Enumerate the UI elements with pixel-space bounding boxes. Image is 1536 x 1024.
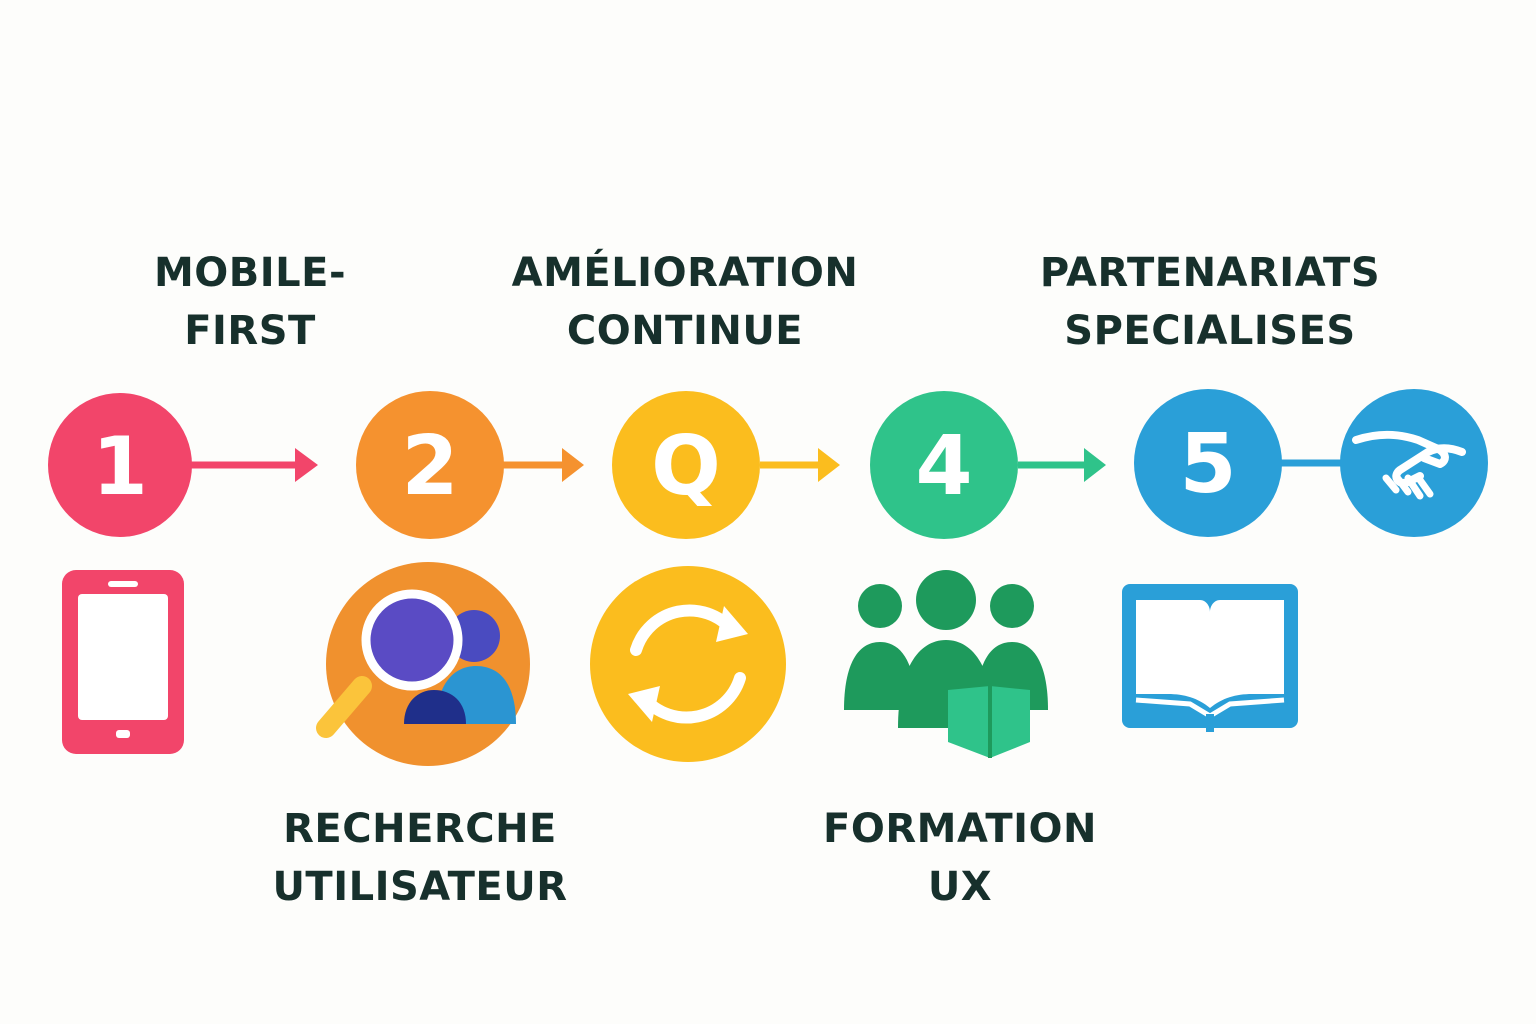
label-partenariats-line2: SPECIALISES [1064, 308, 1356, 354]
open-book-icon [1122, 584, 1298, 732]
label-partenariats-specialises: PARTENARIATS SPECIALISES [1000, 244, 1420, 360]
refresh-cycle-icon [590, 566, 786, 762]
step-2-number: 2 [401, 419, 458, 514]
step-1-number: 1 [92, 420, 148, 513]
step-4-circle: 4 [870, 391, 1018, 539]
label-recherche-utilisateur: RECHERCHE UTILISATEUR [240, 800, 600, 916]
label-partenariats-line1: PARTENARIATS [1039, 250, 1381, 296]
label-amelioration-line2: CONTINUE [566, 308, 804, 354]
label-amelioration-continue: AMÉLIORATION CONTINUE [480, 244, 890, 360]
step-5-number: 5 [1179, 417, 1236, 512]
handshake-icon [1340, 389, 1488, 537]
label-amelioration-line1: AMÉLIORATION [511, 250, 859, 296]
label-recherche-line2: UTILISATEUR [272, 864, 568, 910]
step-4-number: 4 [915, 419, 972, 514]
step-3-circle: Q [612, 391, 760, 539]
team-training-icon [844, 570, 1048, 758]
label-recherche-line1: RECHERCHE [283, 806, 557, 852]
step-5-circle: 5 [1134, 389, 1282, 537]
step-2-circle: 2 [356, 391, 504, 539]
smartphone-icon [62, 570, 184, 754]
step-3-number: Q [651, 419, 721, 514]
label-formation-ux: FORMATION UX [780, 800, 1140, 916]
label-mobile-first: MOBILE- FIRST [130, 244, 370, 360]
arrow-2-3 [500, 448, 584, 482]
label-mobile-first-line2: FIRST [184, 308, 316, 354]
arrow-1-2 [190, 448, 318, 482]
arrow-3-4 [760, 448, 840, 482]
arrow-4-5 [1018, 448, 1106, 482]
label-formation-line1: FORMATION [823, 806, 1097, 852]
label-formation-line2: UX [927, 864, 993, 910]
label-mobile-first-line1: MOBILE- [153, 250, 347, 296]
user-search-icon [316, 562, 530, 766]
step-1-circle: 1 [48, 393, 192, 537]
